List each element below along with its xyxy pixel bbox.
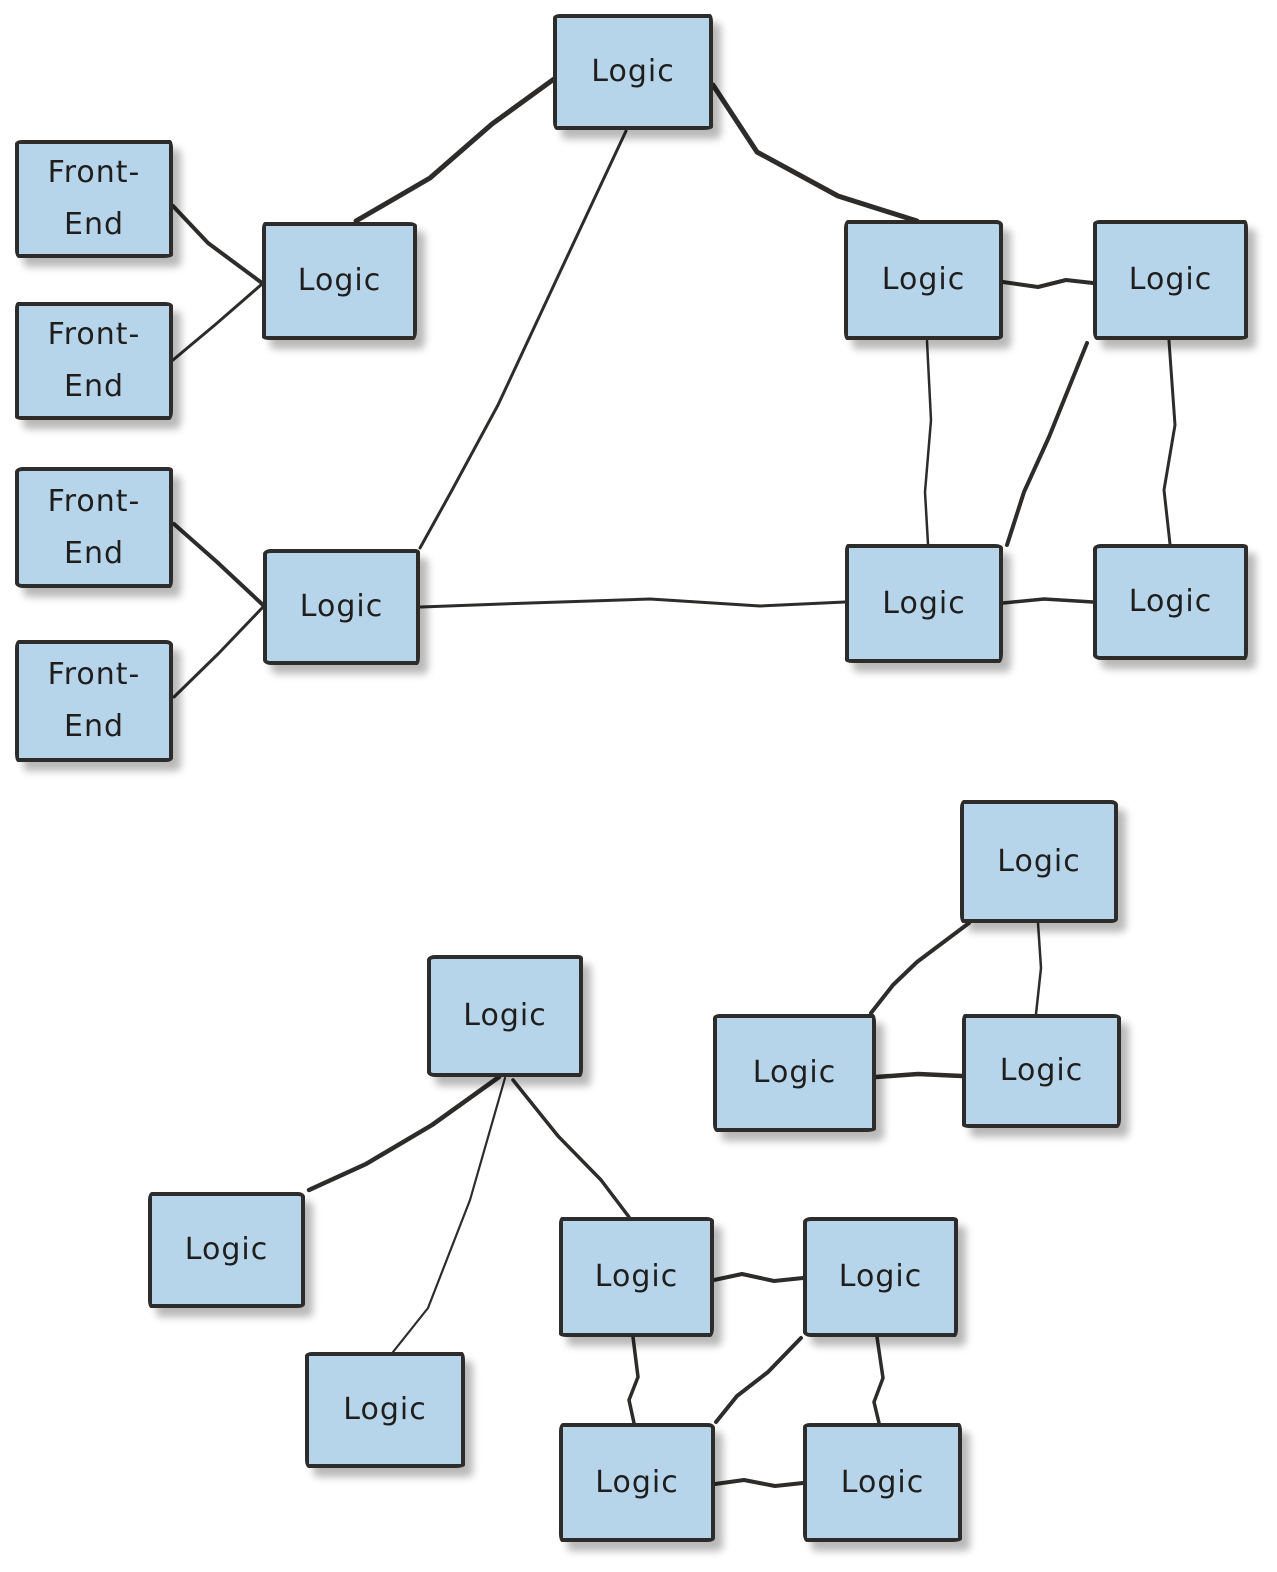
diagram-node-logic-grid-bottom-left: Logic — [559, 1423, 715, 1542]
node-label: Logic — [1128, 262, 1213, 298]
connection-line-logic-top--logic-mid-lower — [418, 129, 628, 550]
diagram-node-front-end-2: Front- End — [15, 302, 173, 420]
connection-line-front-end-4--logic-mid-lower — [172, 605, 265, 699]
node-label: Logic — [297, 263, 382, 299]
node-label: Logic — [840, 1464, 925, 1500]
connection-line-logic-hub--logic-grid-top-left — [511, 1078, 631, 1219]
connection-line-logic-ne-top-left--logic-ne-top-right — [1001, 278, 1095, 289]
diagram-node-logic-tri-right: Logic — [962, 1014, 1121, 1128]
diagram-node-logic-ne-top-left: Logic — [844, 220, 1003, 340]
node-label: Front- End — [47, 483, 141, 571]
diagram-node-logic-grid-top-left: Logic — [559, 1217, 714, 1337]
connection-line-logic-ne-top-right--logic-ne-bottom-right — [1162, 339, 1177, 546]
diagram-node-front-end-3: Front- End — [15, 467, 173, 588]
connection-line-logic-hub--logic-sw-bottom — [391, 1076, 507, 1354]
diagram-node-logic-tri-left: Logic — [713, 1014, 876, 1132]
connection-line-front-end-2--logic-mid-upper — [171, 282, 264, 362]
diagram-node-logic-grid-bottom-right: Logic — [803, 1423, 962, 1542]
node-label: Logic — [595, 1464, 679, 1500]
diagram-node-logic-top: Logic — [553, 14, 713, 130]
connection-line-logic-tri-left--logic-tri-right — [873, 1071, 965, 1080]
node-label: Front- End — [47, 317, 141, 404]
node-label: Logic — [184, 1232, 269, 1268]
diagram-node-logic-sw-left: Logic — [148, 1192, 305, 1308]
connection-line-logic-grid-top-left--logic-grid-bottom-left — [627, 1335, 640, 1425]
node-label: Logic — [881, 262, 966, 298]
node-label: Logic — [752, 1055, 837, 1091]
node-label: Front- End — [47, 155, 141, 242]
connection-line-logic-ne-bottom-left--logic-ne-bottom-right — [1001, 597, 1095, 605]
diagram-node-logic-grid-top-right: Logic — [803, 1217, 958, 1337]
node-label: Logic — [999, 1053, 1084, 1089]
connection-line-logic-ne-top-left--logic-ne-bottom-left — [923, 339, 933, 546]
connection-line-logic-grid-top-right--logic-grid-bottom-right — [872, 1335, 885, 1425]
diagram-node-front-end-4: Front- End — [15, 640, 173, 762]
connection-line-logic-tri-top--logic-tri-right — [1034, 921, 1043, 1016]
diagram-node-logic-ne-bottom-right: Logic — [1093, 544, 1248, 660]
connection-line-logic-ne-top-right--logic-ne-bottom-left — [1005, 341, 1089, 547]
diagram-node-logic-ne-bottom-left: Logic — [845, 544, 1003, 663]
node-label: Logic — [299, 589, 384, 625]
node-label: Logic — [882, 585, 966, 621]
connection-line-front-end-3--logic-mid-lower — [172, 522, 265, 607]
node-label: Logic — [463, 998, 547, 1034]
node-label: Logic — [838, 1259, 923, 1295]
diagram-node-logic-sw-bottom: Logic — [305, 1352, 465, 1468]
diagram-node-logic-mid-lower: Logic — [263, 549, 420, 665]
node-label: Logic — [594, 1259, 679, 1295]
diagram-node-logic-ne-top-right: Logic — [1093, 220, 1248, 340]
diagram-node-logic-tri-top: Logic — [960, 800, 1118, 923]
node-label: Logic — [343, 1392, 427, 1428]
connection-line-logic-top--logic-ne-top-left — [710, 82, 920, 224]
connection-line-logic-mid-lower--logic-ne-bottom-left — [419, 597, 847, 609]
connection-line-logic-grid-top-left--logic-grid-top-right — [712, 1272, 805, 1283]
node-label: Front- End — [47, 657, 141, 744]
connection-line-logic-hub--logic-sw-left — [306, 1074, 502, 1193]
node-label: Logic — [591, 54, 675, 90]
node-label: Logic — [997, 843, 1081, 879]
connection-line-logic-grid-top-right--logic-grid-bottom-left — [714, 1336, 803, 1424]
diagram-node-front-end-1: Front- End — [15, 140, 173, 258]
node-label: Logic — [1128, 584, 1213, 620]
connection-line-logic-tri-top--logic-tri-left — [869, 921, 971, 1015]
diagram-node-logic-mid-upper: Logic — [262, 222, 417, 340]
connection-line-logic-mid-upper--logic-top — [353, 76, 557, 224]
connection-line-front-end-1--logic-mid-upper — [171, 204, 264, 285]
diagram-node-logic-hub: Logic — [427, 955, 583, 1077]
connection-line-logic-grid-bottom-left--logic-grid-bottom-right — [713, 1478, 805, 1488]
